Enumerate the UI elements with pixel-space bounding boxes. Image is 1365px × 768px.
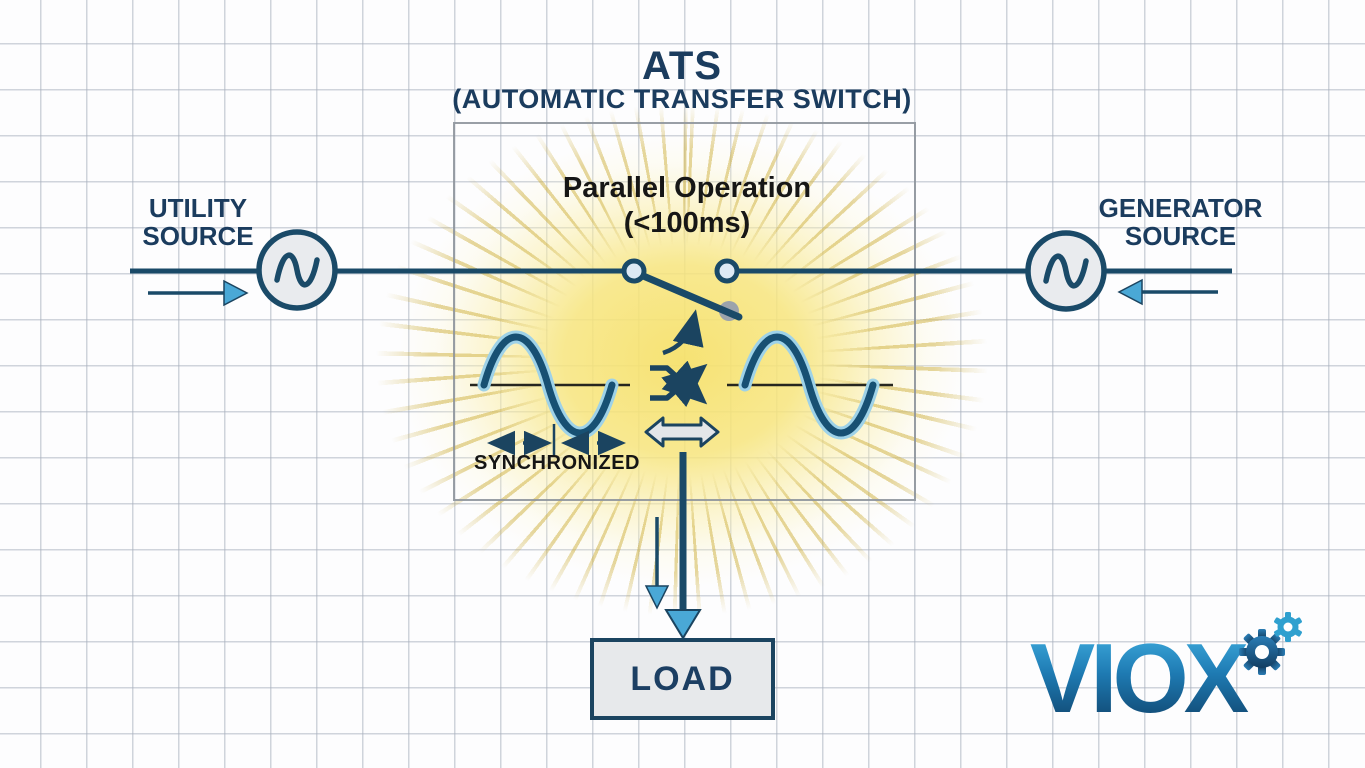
- switch-left-contact: [621, 258, 647, 284]
- generator-sine-wave: [727, 330, 893, 440]
- sine-glyph-icon: [274, 252, 320, 288]
- generator-ac-source-icon: [1025, 230, 1107, 312]
- synchronized-label: SYNCHRONIZED: [473, 452, 640, 474]
- gear-icon-large: [1239, 629, 1285, 675]
- parallel-operation-label: Parallel Operation: [562, 172, 812, 204]
- brand-name: VIOX: [992, 622, 1282, 735]
- utility-flow-arrow: [148, 279, 249, 307]
- gear-icon-small: [1274, 612, 1302, 642]
- load-arrow-secondary: [644, 517, 670, 610]
- transfer-time-label: (<100ms): [623, 207, 751, 239]
- sync-arrows-icon: [487, 424, 626, 456]
- page-title: ATS: [641, 44, 723, 88]
- switch-blade: [637, 271, 743, 321]
- utility-sine-wave: [470, 330, 630, 440]
- utility-ac-source-icon: [256, 229, 338, 311]
- generator-flow-arrow: [1117, 278, 1218, 306]
- load-arrow-main: [664, 452, 702, 640]
- logo-gears: [1239, 612, 1302, 675]
- shuffle-arrows-icon: [650, 360, 708, 407]
- load-box: LOAD: [590, 638, 775, 720]
- utility-source-label: UTILITY SOURCE: [142, 193, 254, 251]
- brand-logo: VIOX: [992, 612, 1302, 746]
- transfer-switch-icon: [621, 258, 743, 356]
- generator-source-label: GENERATOR SOURCE: [1098, 193, 1263, 251]
- switch-right-contact: [714, 258, 740, 284]
- double-headed-arrow-icon: [644, 416, 720, 448]
- page-subtitle: (AUTOMATIC TRANSFER SWITCH): [452, 84, 912, 114]
- load-label: LOAD: [630, 659, 735, 698]
- sine-glyph-icon: [1043, 253, 1089, 289]
- switch-motion-arrow: [662, 309, 704, 356]
